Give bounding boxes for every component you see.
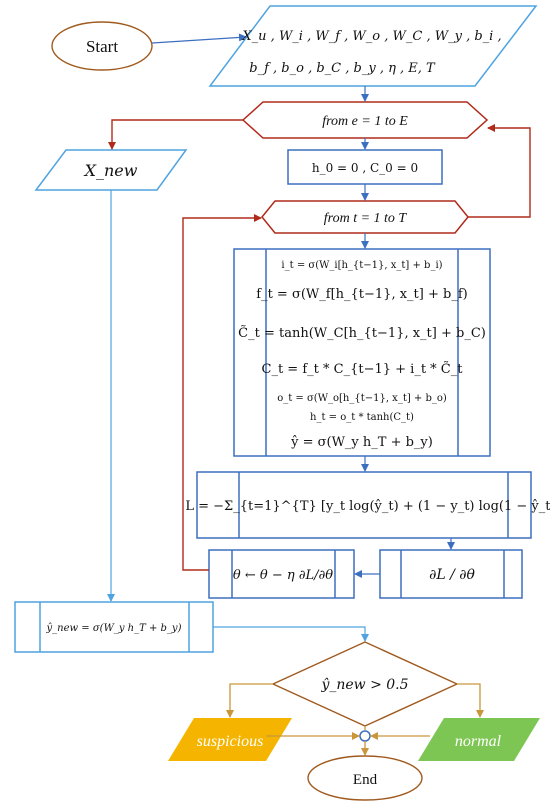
end-label: End [353, 772, 378, 788]
update-label: θ ← θ − η ∂L/∂θ [233, 568, 333, 583]
lstm-eq-output-gate: o_t = σ(W_o[h_{t−1}, x_t] + b_o) [277, 393, 447, 404]
normal-parallelogram [418, 718, 540, 761]
merge-connector [359, 730, 371, 742]
lstm-eq-cell-state: C_t = f_t * C_{t−1} + i_t * C̃_t [262, 361, 464, 377]
lstm-eq-forget-gate: f_t = σ(W_f[h_{t−1}, x_t] + b_f) [256, 287, 467, 302]
xnew-parallelogram [34, 149, 188, 191]
arrow-start-inputs [151, 33, 247, 44]
decision-label: ŷ_new > 0.5 [320, 676, 408, 693]
lstm-eq-candidate: C̃_t = tanh(W_C[h_{t−1}, x_t] + b_C) [238, 325, 486, 341]
lstm-eq-input-gate: i_t = σ(W_i[h_{t−1}, x_t] + b_i) [281, 260, 442, 271]
lstm-eq-hidden-state: h_t = o_t * tanh(C_t) [310, 412, 414, 423]
arrow-decision-normal [457, 683, 484, 718]
gradient-label: ∂L / ∂θ [429, 567, 475, 583]
start-label: Start [86, 37, 118, 56]
suspicious-parallelogram [168, 718, 292, 761]
epoch-loop-label: from e = 1 to E [322, 114, 408, 129]
start-terminal [51, 21, 153, 71]
suspicious-label: suspicious [197, 733, 264, 750]
inputs-parallelogram [208, 5, 538, 87]
inputs-line1: X_u , W_i , W_f , W_o , W_C , W_y , b_i … [241, 29, 501, 44]
time-loop-hexagon [261, 200, 469, 234]
lstm-eq-output: ŷ = σ(W_y h_T + b_y) [290, 435, 433, 450]
loss-block [196, 471, 532, 539]
arrow-time-back-epoch [468, 124, 531, 218]
loss-label: L = −Σ_{t=1}^{T} [y_t log(ŷ_t) + (1 − y_… [185, 499, 550, 514]
arrow-epoch-xnew [108, 119, 243, 150]
inputs-line2: b_f , b_o , b_C , b_y , η , E, T [249, 61, 436, 76]
predict-label: ŷ_new = σ(W_y h_T + b_y) [46, 623, 182, 634]
lstm-block [233, 248, 491, 457]
end-terminal [307, 755, 423, 801]
arrow-decision-suspicious [226, 683, 273, 718]
arrow-predict-decision [213, 626, 369, 642]
init-label: h_0 = 0 , C_0 = 0 [312, 161, 418, 175]
arrow-update-back-time [182, 214, 262, 571]
time-loop-label: from t = 1 to T [324, 211, 408, 226]
xnew-label: X_new [83, 161, 138, 180]
normal-label: normal [455, 733, 502, 750]
